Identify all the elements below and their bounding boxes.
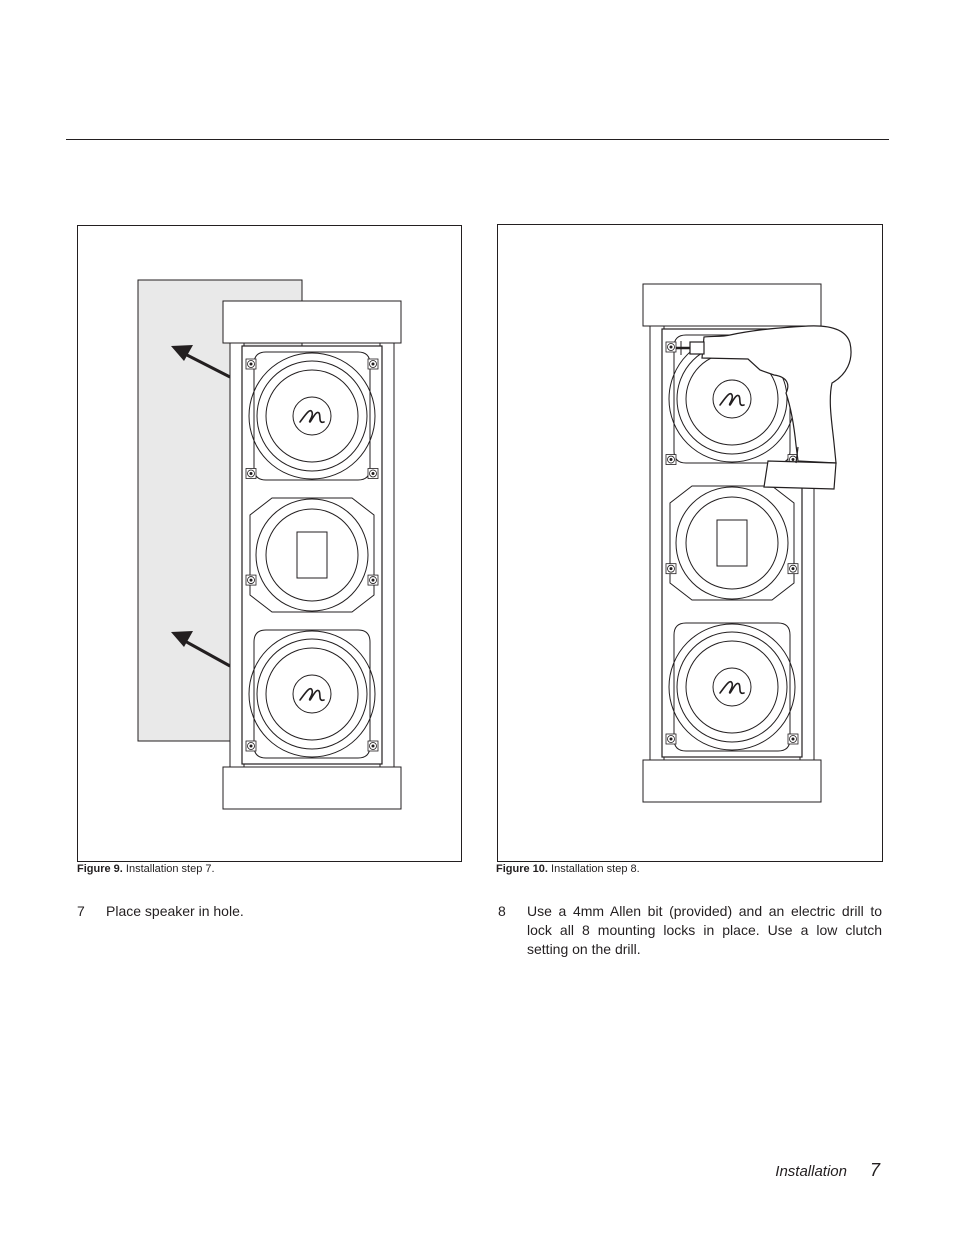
step-text: Use a 4mm Allen bit (provided) and an el… <box>527 903 882 957</box>
step-text: Place speaker in hole. <box>106 903 244 919</box>
woofer-surround <box>668 623 796 751</box>
logo-mark <box>299 409 325 424</box>
speaker-illustration <box>222 300 402 810</box>
mounting-lock-center <box>791 737 795 741</box>
arrow-icon <box>171 345 231 379</box>
speaker-bottom-flange <box>642 759 822 803</box>
tweeter-frame <box>669 485 795 601</box>
tweeter-surround <box>255 498 369 612</box>
speaker-bottom-flange <box>222 766 402 810</box>
mounting-lock-center <box>371 578 375 582</box>
woofer-surround <box>248 352 376 480</box>
woofer-surround <box>248 630 376 758</box>
figure-label: Figure 9. <box>77 863 123 875</box>
tweeter-inner <box>265 508 359 602</box>
mounting-lock-screw <box>247 742 255 750</box>
mounting-lock-center <box>249 744 253 748</box>
speaker-illustration <box>642 283 852 803</box>
figure-caption-text: Installation step 8. <box>551 863 640 875</box>
mounting-lock-screw <box>369 576 377 584</box>
mounting-lock-center <box>249 362 253 366</box>
logo-mark <box>299 687 325 702</box>
footer-section-label: Installation <box>775 1163 847 1180</box>
woofer-cone <box>256 360 368 472</box>
speaker-top-flange <box>642 283 822 327</box>
mounting-lock-screw <box>789 564 797 573</box>
logo-mark <box>719 680 745 695</box>
step-number: 7 <box>77 903 85 919</box>
mounting-lock-screw <box>369 742 377 750</box>
figure-10-frame <box>497 224 883 862</box>
woofer-inner <box>685 640 779 734</box>
tweeter-surround <box>675 486 789 600</box>
mounting-lock-screw <box>369 360 377 368</box>
figure-caption-text: Installation step 7. <box>125 863 215 875</box>
mounting-lock-center <box>791 458 795 462</box>
figure-9-caption: Figure 9. Installation step 7. <box>77 863 215 875</box>
woofer-cone <box>676 631 788 743</box>
mounting-lock-center <box>371 471 375 475</box>
woofer-cone <box>256 638 368 750</box>
step-number: 8 <box>498 903 506 919</box>
mounting-lock-center <box>669 567 673 571</box>
woofer-frame <box>673 334 791 464</box>
mounting-lock-center <box>669 458 673 462</box>
mounting-lock-center <box>669 737 673 741</box>
woofer-inner <box>265 647 359 741</box>
mounting-lock-screw <box>789 735 797 743</box>
woofer-frame <box>253 351 371 481</box>
tweeter-inner <box>685 496 779 590</box>
woofer-inner <box>265 369 359 463</box>
mounting-lock-center <box>249 471 253 475</box>
arrow-icon <box>171 631 231 668</box>
tweeter-element <box>716 519 748 567</box>
mounting-lock-screw <box>247 469 255 478</box>
mounting-lock-screw <box>667 343 675 351</box>
tweeter-element <box>296 531 328 579</box>
mounting-lock-center <box>371 744 375 748</box>
mounting-lock-screw <box>247 576 255 584</box>
mounting-lock-screw <box>369 469 377 478</box>
header-rule <box>66 139 889 140</box>
mounting-lock-center <box>371 362 375 366</box>
tweeter-frame <box>249 497 375 613</box>
speaker-illustration <box>137 279 402 810</box>
speaker-top-flange <box>222 300 402 344</box>
drill-illustration <box>676 325 852 490</box>
figure-9-frame <box>77 225 462 862</box>
mounting-lock-center <box>249 578 253 582</box>
mounting-lock-screw <box>667 564 675 573</box>
figure-10-caption: Figure 10. Installation step 8. <box>496 863 640 875</box>
page-number: 7 <box>870 1160 881 1180</box>
figure-label: Figure 10. <box>496 863 548 875</box>
mounting-lock-center <box>669 345 673 349</box>
mounting-lock-screw <box>667 455 675 464</box>
mounting-lock-screw <box>247 360 255 368</box>
logo-mark <box>719 392 745 407</box>
mounting-lock-center <box>791 567 795 571</box>
mounting-lock-screw <box>667 735 675 743</box>
